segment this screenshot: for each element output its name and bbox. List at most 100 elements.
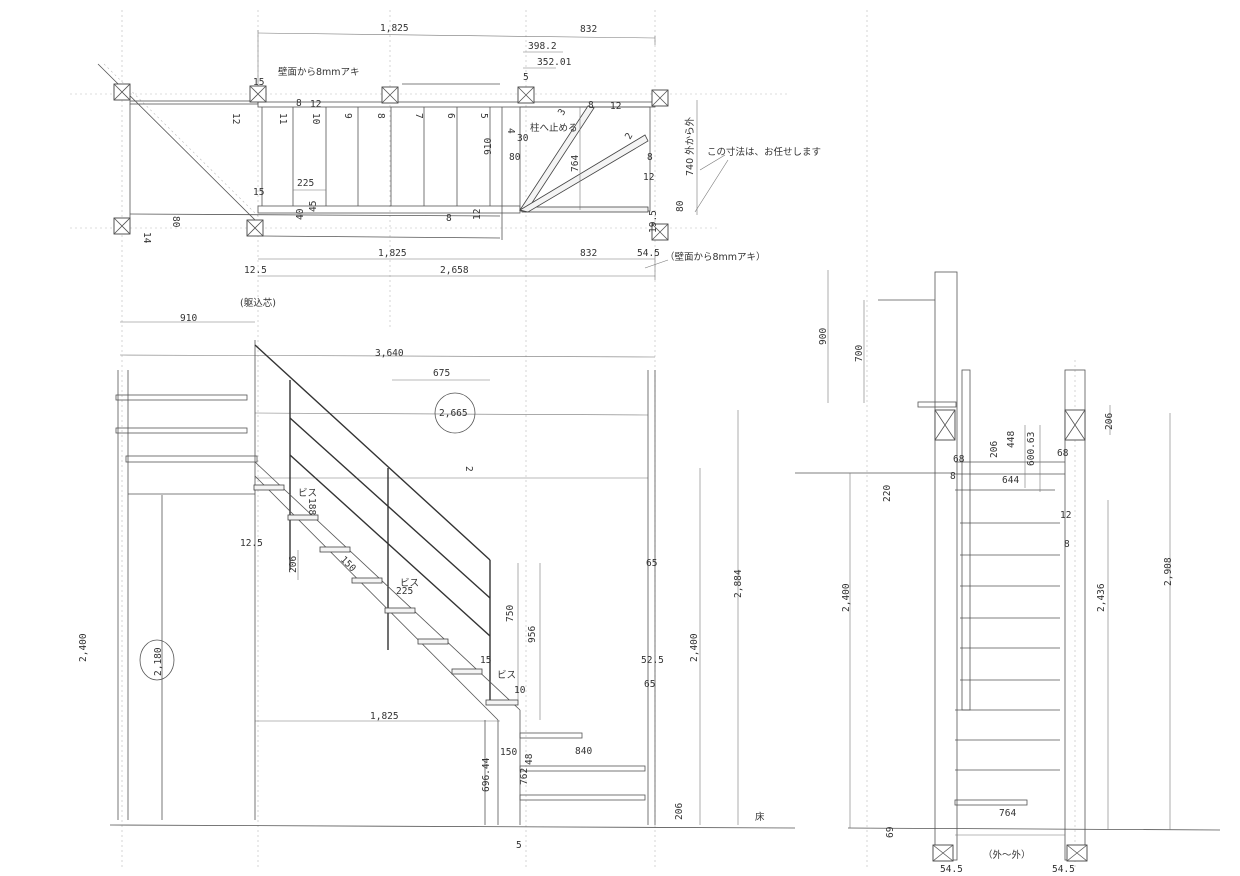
- dim-label: 696.44: [481, 757, 492, 792]
- note-leave-to-you: この寸法は、お任せします: [707, 146, 821, 158]
- dim-label: 1,825: [380, 23, 409, 34]
- dim-label: 68: [1057, 448, 1069, 459]
- dim-label: 40: [295, 208, 306, 220]
- plan-post: [113, 217, 131, 235]
- dim-label: 12: [310, 99, 321, 110]
- dim-label: 644: [1002, 475, 1019, 486]
- dim-label: 2: [463, 466, 474, 472]
- dim-label: 80: [170, 216, 181, 228]
- screw-note: ビス: [497, 670, 516, 681]
- dim-label: 832: [580, 248, 597, 259]
- plan-view: 1,825 832 398.2 352.01 壁面から8mmアキ 15 5 8 …: [97, 23, 821, 280]
- dim-label: 225: [297, 178, 314, 189]
- dim-label: 2,884: [733, 569, 744, 598]
- dim-label: 80: [675, 200, 686, 212]
- dim-label: 68: [953, 454, 965, 465]
- dim-label: 910: [180, 313, 197, 324]
- dim-label: 8: [588, 100, 594, 111]
- dim-label: 3,640: [375, 348, 404, 359]
- dim-label: 12.5: [240, 538, 263, 549]
- tread-number: 3: [556, 107, 568, 117]
- dim-label: 5: [523, 72, 529, 83]
- dim-label: 840: [575, 746, 592, 757]
- dim-label: 8: [1064, 539, 1070, 550]
- dim-label: 2,908: [1163, 557, 1174, 586]
- tread-number: 8: [375, 113, 386, 119]
- side-post: [932, 844, 954, 862]
- dim-label: 2,436: [1096, 583, 1107, 612]
- tread-number: 6: [445, 113, 456, 119]
- side-post: [1066, 844, 1088, 862]
- plan-post: [517, 86, 535, 104]
- dim-label: 352.01: [537, 57, 572, 68]
- dim-label: 15: [253, 187, 264, 198]
- dim-label: 750: [505, 605, 516, 622]
- dim-label: 30: [517, 133, 529, 144]
- dim-label: 448: [1006, 431, 1017, 448]
- dim-label: 956: [527, 626, 538, 643]
- dim-label: 225: [396, 586, 413, 597]
- dim-label: 48: [524, 753, 535, 765]
- plan-post: [246, 219, 264, 237]
- dim-label: 12: [472, 209, 483, 220]
- dim-label: 764: [999, 808, 1016, 819]
- dim-label: 150: [500, 747, 517, 758]
- dim-label: 206: [1104, 413, 1115, 430]
- tread-number: 7: [413, 113, 424, 119]
- dim-label: 398.2: [528, 41, 557, 52]
- dim-label: 675: [433, 368, 450, 379]
- dim-label: 8: [296, 98, 302, 109]
- elevation-view: (躯込芯) 910 3,640 675 2,665 2 ビス 188 12.5 …: [78, 297, 796, 851]
- side-view: 900 700 206 206 448 600.63 68 68 8 644 2…: [795, 270, 1221, 875]
- floor-label: 床: [755, 811, 765, 823]
- tread-number: 11: [277, 113, 288, 125]
- dim-label: 206: [989, 441, 1000, 458]
- dim-label: 19.5: [648, 210, 659, 233]
- dim-2665-circled: 2,665: [439, 408, 468, 419]
- dim-label: 2,400: [78, 633, 89, 662]
- dim-label: 1,825: [378, 248, 407, 259]
- dim-label: 188: [306, 498, 317, 515]
- side-post: [1064, 409, 1086, 441]
- side-post: [934, 409, 956, 441]
- tread-number: 10: [310, 113, 321, 125]
- dim-label: 2,400: [689, 633, 700, 662]
- dim-label: 54.5: [637, 248, 660, 259]
- dim-label: 150: [338, 554, 358, 574]
- plan-post: [651, 89, 669, 107]
- dim-label: 700: [854, 345, 865, 362]
- dim-label: 2,658: [440, 265, 469, 276]
- tread-number: 9: [342, 113, 353, 119]
- dim-label: 900: [818, 328, 829, 345]
- dim-label: 832: [580, 24, 597, 35]
- tread-number: 2: [623, 131, 635, 141]
- dim-label: 65: [646, 558, 657, 569]
- note-gap-bottom: （壁面から8mmアキ）: [665, 251, 766, 263]
- dim-740: 740 外から外: [684, 116, 696, 176]
- dim-label: 8: [647, 152, 653, 163]
- dim-label: 54.5: [1052, 864, 1075, 875]
- tread-number: 4: [505, 128, 516, 134]
- dim-label: 45: [308, 201, 319, 212]
- note-gap-top: 壁面から8mmアキ: [278, 66, 360, 78]
- dim-label: 206: [288, 556, 299, 573]
- dim-2180-circled: 2,180: [153, 647, 164, 676]
- dim-label: 80: [509, 152, 521, 163]
- dim-label: 910: [483, 138, 494, 155]
- tread-number: 5: [478, 113, 489, 119]
- plan-post: [113, 83, 131, 101]
- dim-label: 12.5: [244, 265, 267, 276]
- dim-label: 206: [674, 803, 685, 820]
- plan-post: [249, 85, 267, 103]
- dim-label: 12: [643, 172, 654, 183]
- dim-label: 5: [516, 840, 522, 851]
- dim-label: 65: [644, 679, 655, 690]
- dim-label: 1,825: [370, 711, 399, 722]
- dim-label: 762: [519, 768, 530, 785]
- dim-label: 220: [882, 485, 893, 502]
- dim-label: 8: [446, 213, 452, 224]
- plan-post: [381, 86, 399, 104]
- dim-label: 15: [253, 77, 264, 88]
- dim-label: 54.5: [940, 864, 963, 875]
